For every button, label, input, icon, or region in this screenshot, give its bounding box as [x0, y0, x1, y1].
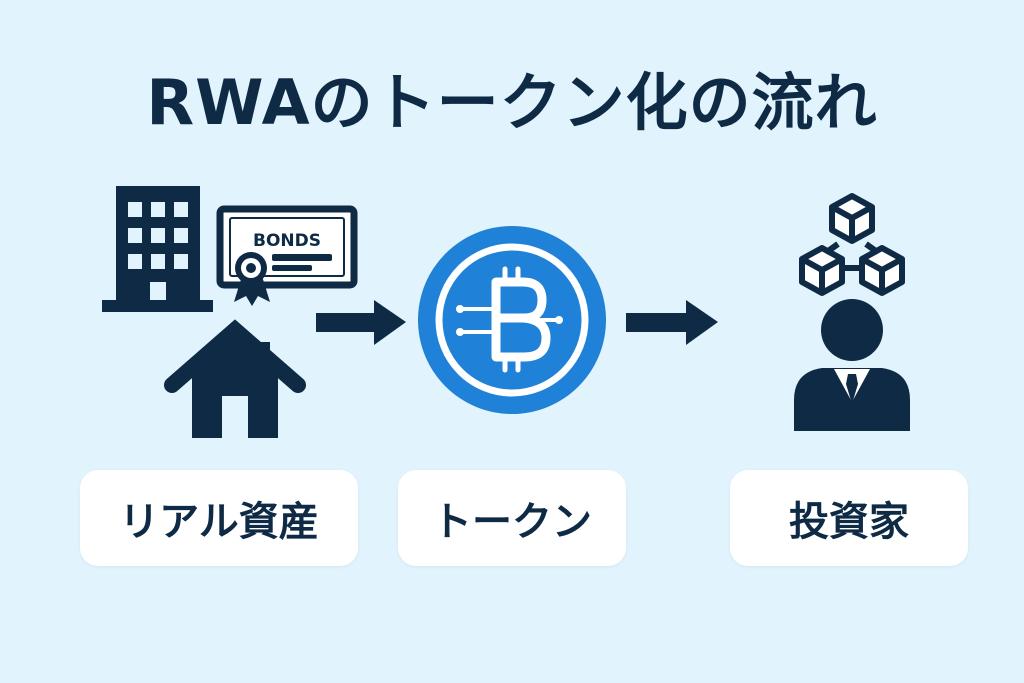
step-real-assets: リアル資産	[80, 470, 358, 566]
step-label: リアル資産	[119, 499, 319, 545]
step-investor: 投資家	[730, 470, 968, 566]
house-icon	[164, 319, 306, 438]
step-token: トークン	[398, 470, 626, 566]
bond-certificate-icon: BONDS	[216, 205, 358, 306]
blockchain-cubes-icon	[799, 193, 905, 296]
bitcoin-token-icon	[418, 226, 606, 414]
bond-label: BONDS	[253, 231, 321, 251]
building-icon	[102, 186, 213, 312]
page-title: RWAのトークン化の流れ	[146, 66, 878, 139]
step-label: トークン	[432, 499, 592, 545]
arrow-right-icon	[626, 300, 718, 345]
step-label: 投資家	[789, 499, 909, 545]
arrow-right-icon	[316, 300, 406, 345]
investor-person-icon	[794, 299, 910, 431]
